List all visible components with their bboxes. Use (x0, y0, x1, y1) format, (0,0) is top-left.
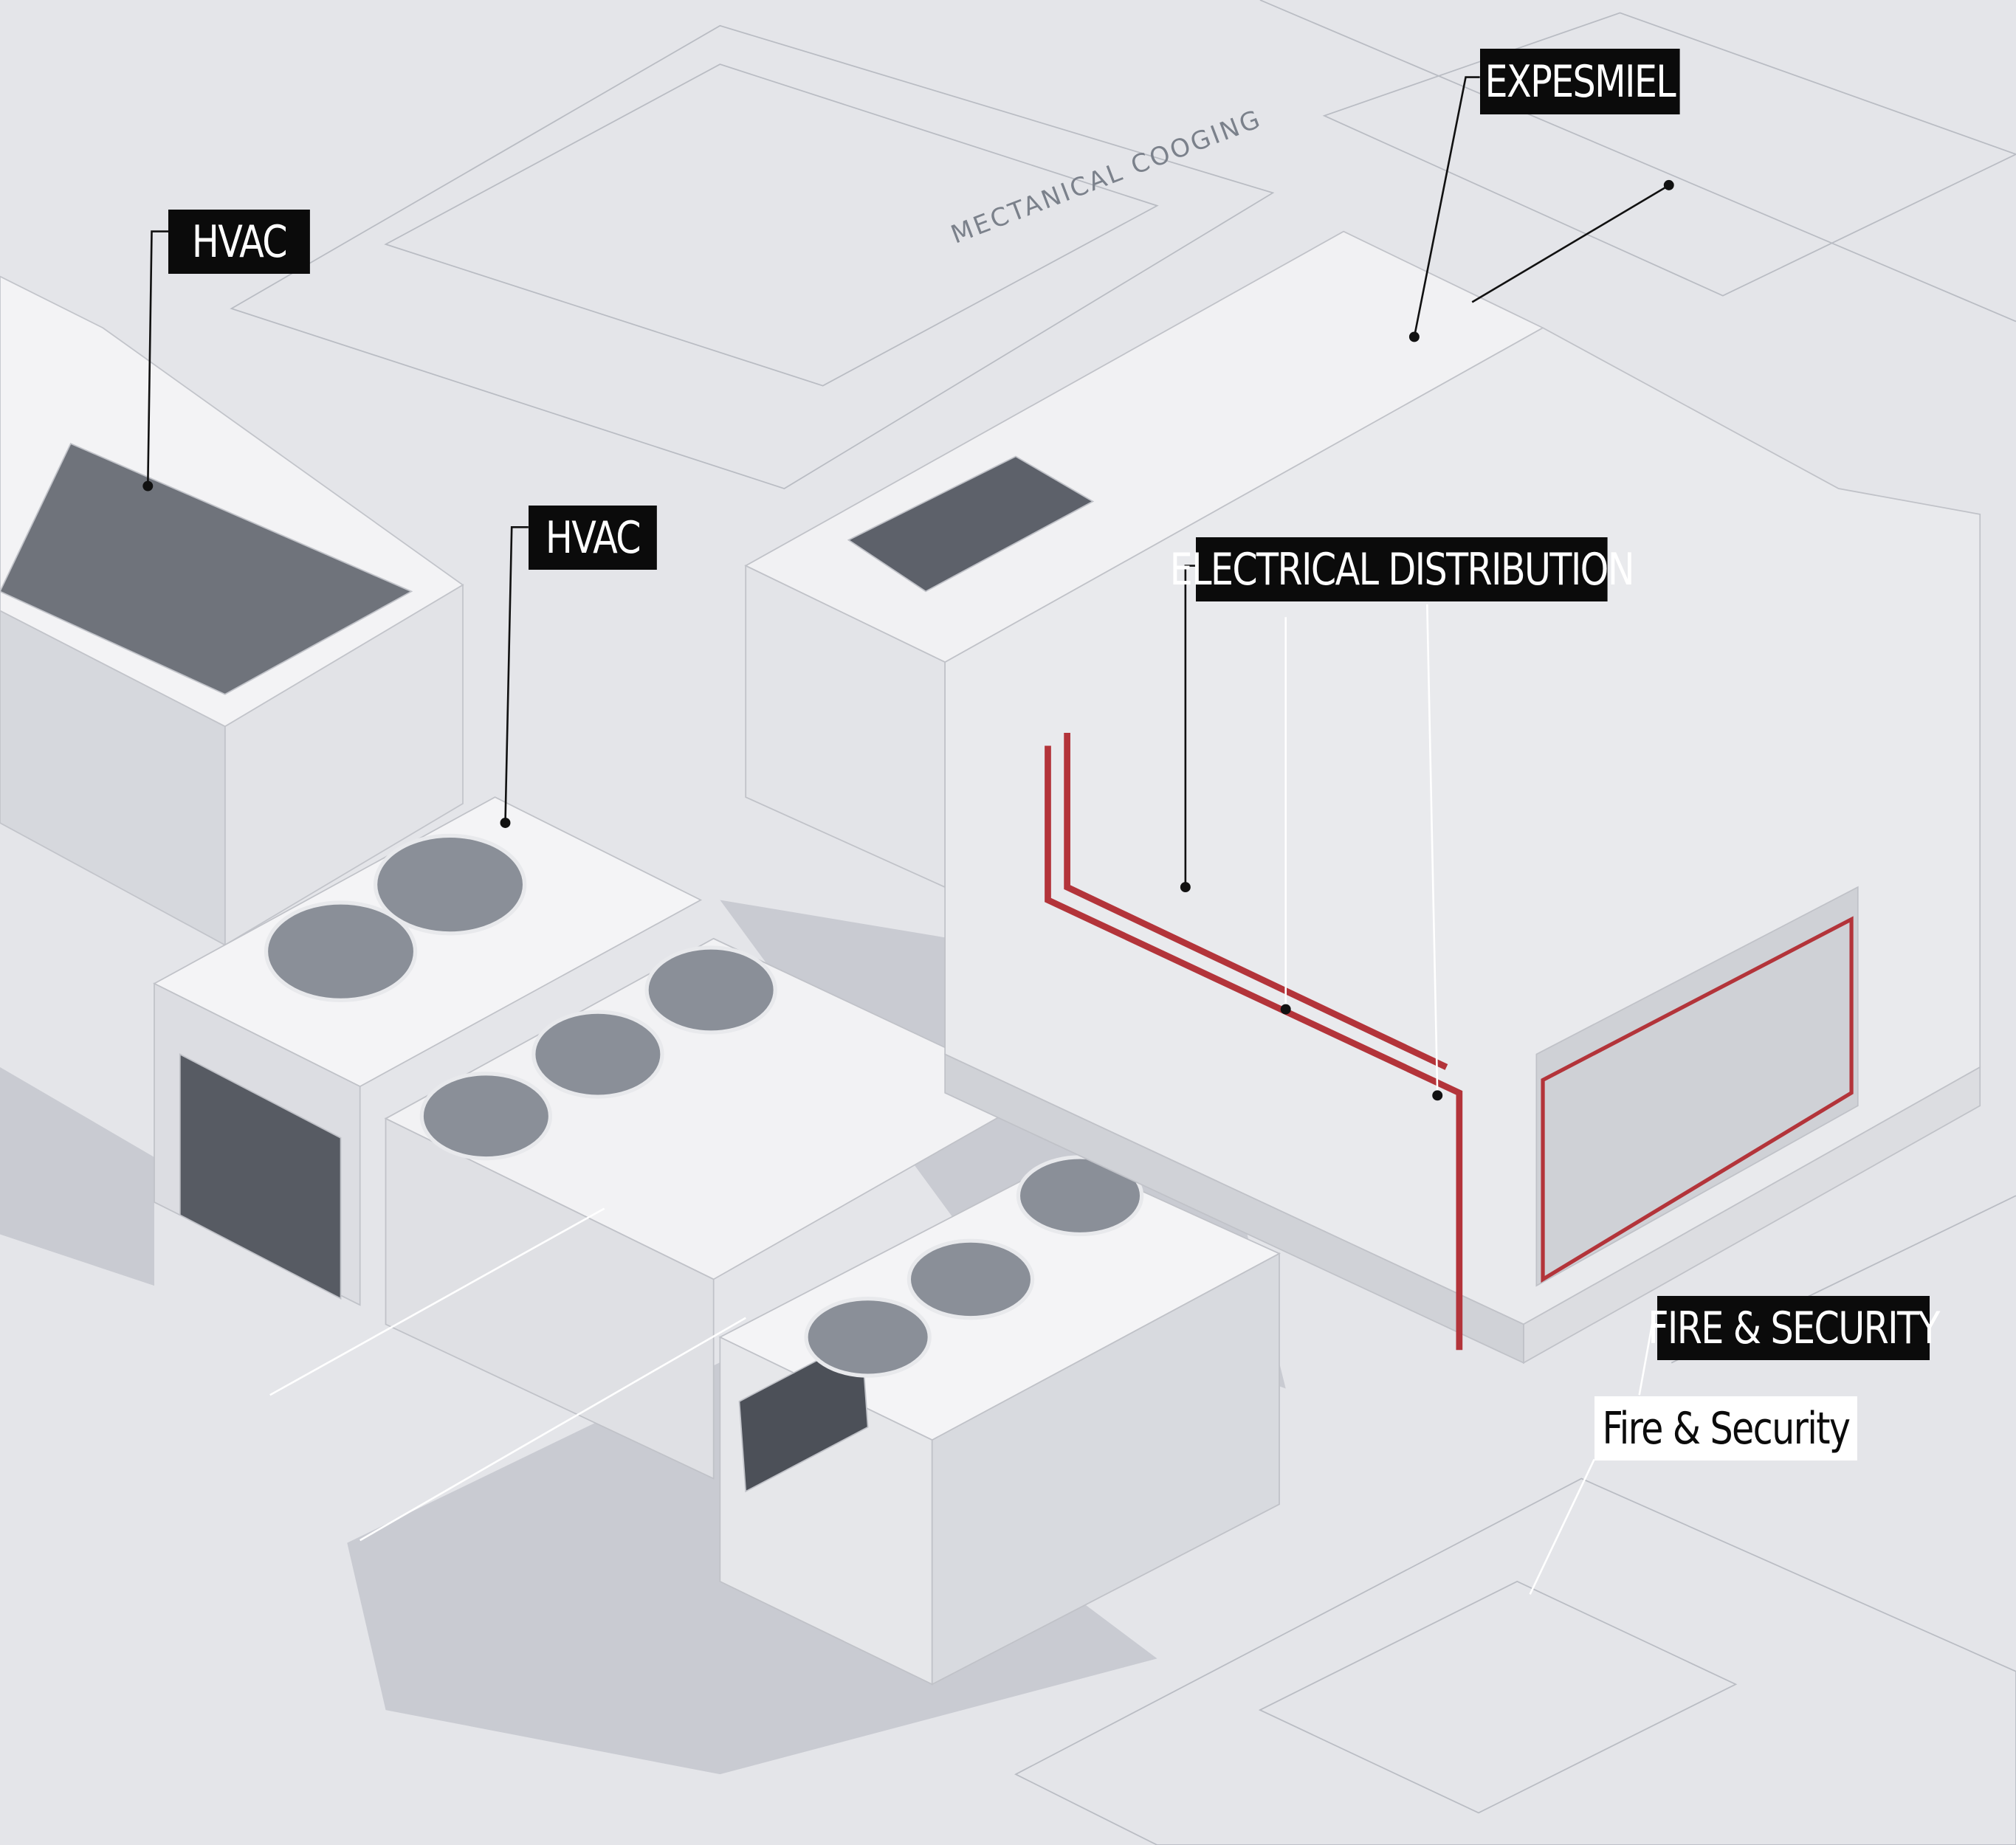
label-fire-security-caps: FIRE & SECURITY (1648, 1296, 1940, 1360)
leader-dots (142, 179, 1674, 1101)
red-pipes (1045, 733, 1463, 1351)
leader-lines (146, 76, 1672, 888)
leader-lines-white (269, 604, 1658, 1595)
label-expesmiel: EXPESMIEL (1480, 49, 1680, 114)
fans (264, 830, 1673, 1378)
building-hvac-middle (153, 796, 1281, 1686)
building-left (0, 275, 464, 947)
label-electrical-distribution: ELECTRICAL DISTRIBUTION (1170, 537, 1635, 601)
label-hvac-middle: HVAC (529, 506, 657, 570)
label-hvac-top: HVAC (168, 210, 310, 274)
building-right (744, 230, 1981, 1365)
label-fire-security: Fire & Security (1594, 1396, 1857, 1461)
